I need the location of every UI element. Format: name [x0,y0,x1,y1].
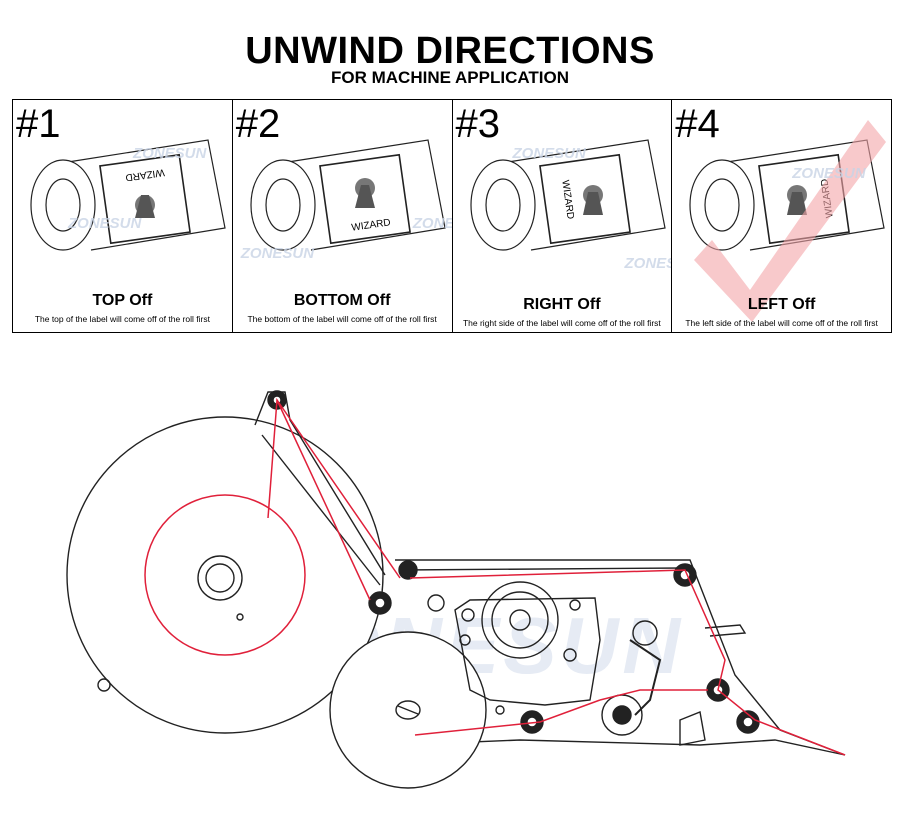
page-title: UNWIND DIRECTIONS [245,30,655,72]
panel-description: The right side of the label will come of… [462,318,661,328]
panel-number: #2 [235,102,281,146]
labeling-machine-diagram [66,390,846,789]
label-supply-roll [66,416,384,734]
label-text: WIZARD [125,166,166,182]
panel-title: TOP Off [92,292,153,309]
panel-title: BOTTOM Off [293,292,391,309]
panel-right-off: #3 WIZARD ZONESUN ZONESUN RIGHT Off The … [453,100,673,332]
checkmark-icon [694,120,887,322]
watermark: ZONESUN [792,165,866,182]
panel-number: #3 [455,102,501,146]
watermark: ZONESUN [68,215,142,232]
watermark: ZONESUN [512,145,586,162]
panel-top-off: #1 WIZARD ZONESUN ZONESUN TOP Off The to… [13,100,233,332]
panel-number: #4 [675,102,720,146]
panel-description: The bottom of the label will come off of… [247,314,437,324]
label-text: WIZARD [559,179,575,220]
label-roll-illustration: WIZARD [469,139,666,251]
label-text: WIZARD [351,217,392,233]
watermark: ZONESUN [240,245,315,262]
label-web-path [144,397,846,756]
guide-roller [398,560,418,580]
panel-description: The left side of the label will come off… [685,318,878,328]
label-roll-illustration: WIZARD [250,139,446,251]
panel-title: LEFT Off [747,296,816,313]
panel-number: #1 [16,102,61,146]
page-subtitle: FOR MACHINE APPLICATION [331,68,569,87]
panel-title: RIGHT Off [523,296,601,313]
label-roll-illustration: WIZARD [30,139,226,251]
watermark: ZONESUN [624,255,672,272]
unwind-panels: #1 WIZARD ZONESUN ZONESUN TOP Off The to… [12,99,892,333]
panel-bottom-off: #2 WIZARD ZONESUN ZONESUN BOTTOM Off The… [233,100,453,332]
panel-description: The top of the label will come off of th… [34,314,210,324]
label-roll-illustration: WIZARD [689,120,887,322]
watermark: ZONESUN [412,215,452,232]
watermark: ZONESUN [133,145,207,162]
panel-left-off: #4 WIZARD ZONESUN LEFT Off The left side… [672,100,891,332]
